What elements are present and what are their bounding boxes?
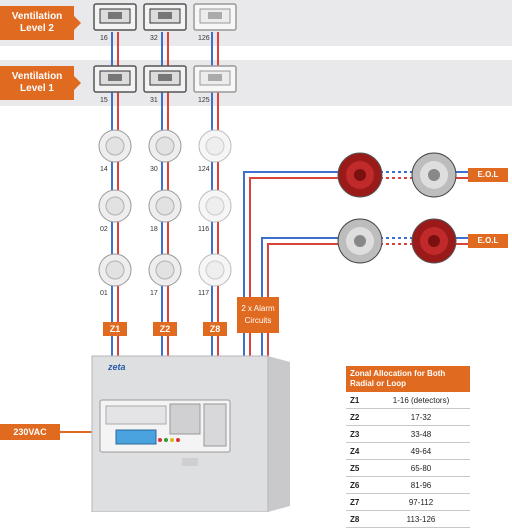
device-label-126: 126 <box>198 35 210 42</box>
zone-tag-z1: Z1 <box>103 322 127 336</box>
sounder-grey-icon-1 <box>411 152 457 198</box>
zone-cell: Z1 <box>346 392 372 409</box>
detector-label-117: 117 <box>198 290 210 297</box>
zone-cell: Z3 <box>346 425 372 443</box>
zone-cell: Z7 <box>346 493 372 511</box>
alarm-circuit-1-wiring <box>243 171 468 356</box>
vent-module-32 <box>143 3 187 31</box>
level-2-band <box>0 0 512 46</box>
range-cell: 81-96 <box>372 476 470 494</box>
vent-module-31 <box>143 65 187 93</box>
smoke-detector-icon-18 <box>148 189 182 223</box>
detector-label-116: 116 <box>198 226 210 233</box>
zone-cell: Z5 <box>346 459 372 477</box>
zone-cell: Z4 <box>346 442 372 460</box>
vent-module-125 <box>193 65 237 93</box>
range-cell: 1-16 (detectors) <box>372 392 470 409</box>
sounder-red-icon-1 <box>337 152 383 198</box>
detector-label-02: 02 <box>100 226 108 233</box>
sounder-red-icon-2 <box>411 218 457 264</box>
device-label-125: 125 <box>198 97 210 104</box>
range-cell: 97-112 <box>372 493 470 511</box>
level-1-band <box>0 60 512 106</box>
level-1-tag: Ventilation Level 1 <box>0 66 81 100</box>
vent-module-126 <box>193 3 237 31</box>
detector-label-14: 14 <box>100 166 108 173</box>
zone-cell: Z8 <box>346 510 372 528</box>
detector-label-18: 18 <box>150 226 158 233</box>
wiring-diagram <box>60 3 468 512</box>
range-cell: 65-80 <box>372 459 470 477</box>
device-label-31: 31 <box>150 97 158 104</box>
zone-cell: Z2 <box>346 408 372 426</box>
smoke-detector-icon-30 <box>148 129 182 163</box>
sounder-grey-icon-2 <box>337 218 383 264</box>
vent-module-15 <box>93 65 137 93</box>
vent-module-16 <box>93 3 137 31</box>
detector-label-01: 01 <box>100 290 108 297</box>
detector-label-124: 124 <box>198 166 210 173</box>
range-cell: 113-126 <box>372 510 470 528</box>
smoke-detector-icon-02 <box>98 189 132 223</box>
smoke-detector-icon-01 <box>98 253 132 287</box>
smoke-detector-icon-124 <box>198 129 232 163</box>
device-label-32: 32 <box>150 35 158 42</box>
detector-label-17: 17 <box>150 290 158 297</box>
eol-tag-1: E.O.L <box>468 168 508 182</box>
smoke-detector-icon-117 <box>198 253 232 287</box>
smoke-detector-icon-14 <box>98 129 132 163</box>
device-label-15: 15 <box>100 97 108 104</box>
table-title: Zonal Allocation for Both Radial or Loop <box>346 366 470 392</box>
zone-tag-z8: Z8 <box>203 322 227 336</box>
alarm-circuits-tag: 2 x Alarm Circuits <box>237 297 279 333</box>
control-panel <box>91 355 290 512</box>
zonal-allocation-table: Zonal Allocation for Both Radial or Loop… <box>346 366 470 528</box>
zone-tag-z2: Z2 <box>153 322 177 336</box>
eol-tag-2: E.O.L <box>468 234 508 248</box>
range-cell: 33-48 <box>372 425 470 443</box>
range-cell: 49-64 <box>372 442 470 460</box>
device-label-16: 16 <box>100 35 108 42</box>
smoke-detector-icon-116 <box>198 189 232 223</box>
level-2-tag: Ventilation Level 2 <box>0 6 81 40</box>
supply-tag: 230VAC <box>0 424 60 440</box>
range-cell: 17-32 <box>372 408 470 426</box>
panel-logo: zeta <box>108 362 126 372</box>
smoke-detector-icon-17 <box>148 253 182 287</box>
zone-cell: Z6 <box>346 476 372 494</box>
detector-label-30: 30 <box>150 166 158 173</box>
